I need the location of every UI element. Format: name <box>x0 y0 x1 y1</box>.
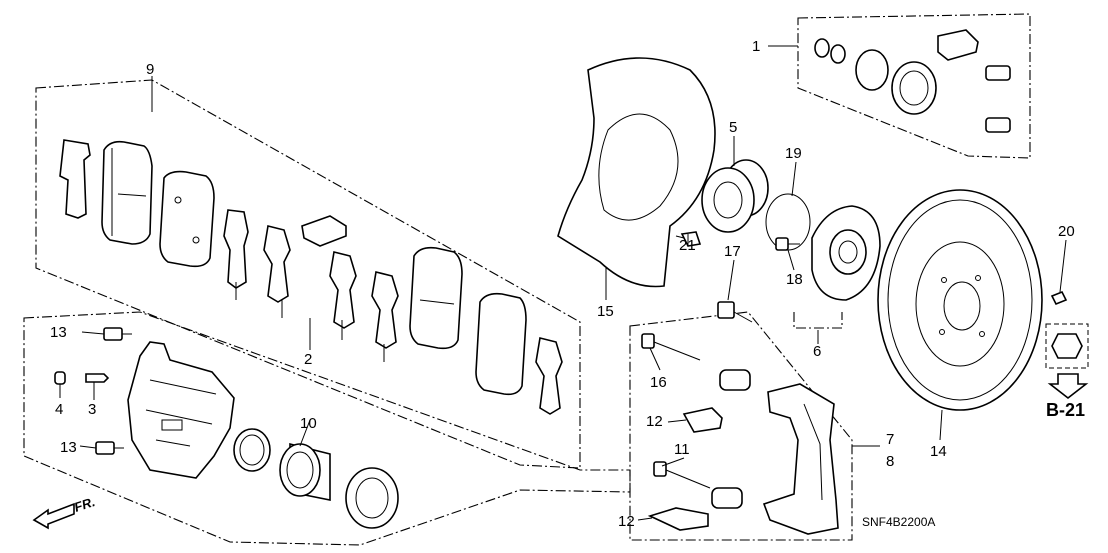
brake-pad-1 <box>101 140 153 245</box>
callout-14: 14 <box>930 443 947 460</box>
pad-shim-2 <box>223 209 249 289</box>
brake-pad-4 <box>475 292 527 396</box>
brake-pad-2 <box>159 170 215 268</box>
caliper-piston <box>279 442 331 501</box>
wheel-bearing <box>701 159 769 233</box>
diagram-code: SNF4B2200A <box>862 515 935 529</box>
shield-bolt <box>675 231 702 247</box>
brake-pad-3 <box>409 246 463 350</box>
hub-bolt <box>775 237 800 251</box>
pad-retainer-clip <box>301 215 347 247</box>
seal-kit-group-box <box>797 13 1031 159</box>
caliper-body <box>127 341 235 479</box>
callout-19: 19 <box>785 145 802 162</box>
pad-set-group-box <box>35 79 581 469</box>
callout-10: 10 <box>300 415 317 432</box>
bleeder-cap <box>54 371 66 385</box>
callout-12b: 12 <box>618 513 635 530</box>
caliper-bolt-lower <box>95 441 124 455</box>
callout-2: 2 <box>304 351 312 368</box>
front-direction-arrow <box>32 502 75 530</box>
callout-7: 7 <box>886 431 894 448</box>
callout-1: 1 <box>752 38 760 55</box>
caliper-bracket <box>762 383 839 535</box>
guide-pin-upper <box>641 333 701 361</box>
callout-8: 8 <box>886 453 894 470</box>
piston-seal <box>233 428 271 472</box>
piston-boot <box>345 467 399 529</box>
callout-18: 18 <box>786 271 803 288</box>
callout-4: 4 <box>55 401 63 418</box>
callout-13b: 13 <box>60 439 77 456</box>
seal-kit-parts <box>814 29 1011 133</box>
callout-5: 5 <box>729 119 737 136</box>
caliper-group-box <box>23 311 631 546</box>
reference-arrow <box>1047 373 1089 400</box>
callout-9: 9 <box>146 61 154 78</box>
splash-shield <box>557 57 716 288</box>
guide-pin-boot-lower <box>711 487 743 509</box>
callout-12a: 12 <box>646 413 663 430</box>
pad-spring-upper <box>682 407 723 433</box>
reference-label: B-21 <box>1046 400 1085 420</box>
caliper-bracket-bolt <box>717 301 753 323</box>
front-direction-label: FR. <box>72 494 97 515</box>
pad-spring-lower <box>647 507 709 531</box>
callout-20: 20 <box>1058 223 1075 240</box>
pad-shim-5 <box>371 271 399 349</box>
callout-6: 6 <box>813 343 821 360</box>
callout-15: 15 <box>597 303 614 320</box>
hub-group-bracket <box>793 312 843 329</box>
callout-13a: 13 <box>50 324 67 341</box>
guide-pin-boot-upper <box>719 369 751 391</box>
brake-disc <box>877 189 1043 411</box>
wheel-hub <box>811 205 881 301</box>
caliper-bolt-upper <box>103 327 132 341</box>
pad-shim-1 <box>59 139 91 219</box>
callout-21: 21 <box>679 237 696 254</box>
leader-lines <box>59 45 1067 521</box>
pad-shim-3 <box>263 225 291 303</box>
spindle-nut <box>1045 323 1089 369</box>
disc-screw <box>1050 290 1068 306</box>
pad-shim-4 <box>329 251 357 329</box>
bleeder-screw <box>85 373 110 383</box>
callout-17: 17 <box>724 243 741 260</box>
pad-shim-6 <box>535 337 563 415</box>
callout-3: 3 <box>88 401 96 418</box>
callout-11: 11 <box>674 441 690 458</box>
callout-16: 16 <box>650 374 667 391</box>
